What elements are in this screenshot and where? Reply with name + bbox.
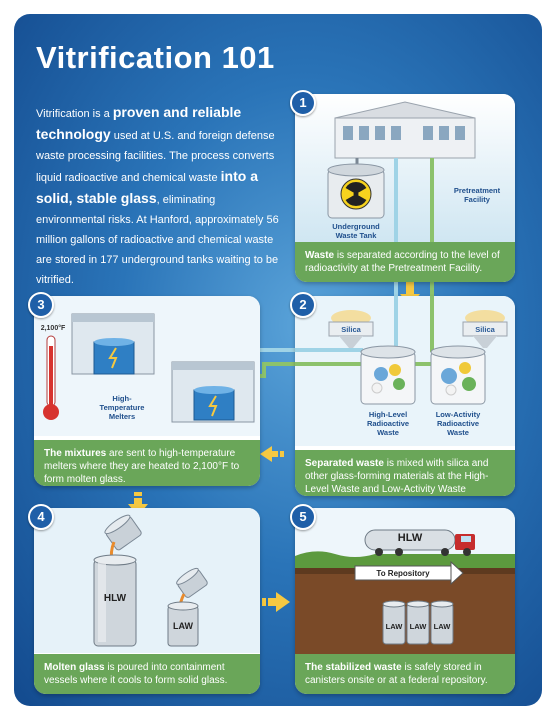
step-2-art [295,296,515,446]
storage-canisters [382,600,454,645]
hlw-canister [93,554,137,647]
silica-hopper-right [462,310,508,348]
pouring-ladle-1 [104,514,142,563]
melter-1 [71,313,155,375]
step-3-caption: The mixtures are sent to high-temperatur… [34,440,260,486]
step-5-panel: HLW To Repository LAW LAW LAW The stabil… [295,508,515,694]
tanker-truck [364,529,475,556]
label-law-canister: LAW [173,621,193,631]
step-2-badge: 2 [290,292,316,318]
label-high-level-waste: High-Level Radioactive Waste [366,410,410,437]
infographic-frame: Vitrification 101 Vitrification is a pro… [14,14,542,706]
arrow-2-to-3 [260,446,284,462]
step-3-badge: 3 [28,292,54,318]
step-5-badge: 5 [290,504,316,530]
law-canister [167,601,199,647]
label-silica-right: Silica [475,325,495,334]
label-hlw-canister: HLW [103,593,127,604]
arrow-4-to-5 [256,592,290,612]
label-law-canister-1: LAW [385,622,403,631]
step-4-badge: 4 [28,504,54,530]
step-2-caption: Separated waste is mixed with silica and… [295,450,515,496]
label-law-canister-3: LAW [433,622,451,631]
label-temperature: 2,100°F [40,325,66,332]
step-3-panel: 2,100°F High-Temperature Melters The mix… [34,296,260,486]
step-5-caption: The stabilized waste is safely stored in… [295,654,515,694]
label-to-repository: To Repository [376,569,430,578]
step-1-badge: 1 [290,90,316,116]
pretreatment-building [334,101,476,159]
hlw-mixing-tank [360,345,416,405]
step-2-panel: Silica Silica High-Level Radioactive Was… [295,296,515,496]
label-silica-left: Silica [341,325,361,334]
step-1-panel: Underground Waste Tank Pretreatment Faci… [295,94,515,282]
silica-hopper-left [328,310,374,348]
page-title: Vitrification 101 [36,40,275,75]
label-law-canister-2: LAW [409,622,427,631]
step-5-art [295,508,515,656]
step-4-panel: HLW LAW Molten glass is poured into cont… [34,508,260,694]
melter-2 [171,361,255,423]
repository-arrow-icon [354,560,464,586]
label-high-temperature-melters: High-Temperature Melters [99,394,145,421]
step-1-art [295,94,515,244]
label-low-activity-waste: Low-Activity Radioactive Waste [435,410,481,437]
step-4-caption: Molten glass is poured into containment … [34,654,260,694]
step-1-caption: Waste is separated according to the leve… [295,242,515,282]
radiation-symbol-icon [340,178,372,210]
label-truck-hlw: HLW [397,532,423,544]
thermometer-icon [43,335,59,420]
label-underground-waste-tank: Underground Waste Tank [332,222,380,240]
step-3-art [34,296,260,436]
law-mixing-tank [430,345,486,405]
step-4-art [34,508,260,653]
label-pretreatment-facility: Pretreatment Facility [453,186,501,204]
intro-text: Vitrification is a proven and reliable t… [36,104,279,286]
